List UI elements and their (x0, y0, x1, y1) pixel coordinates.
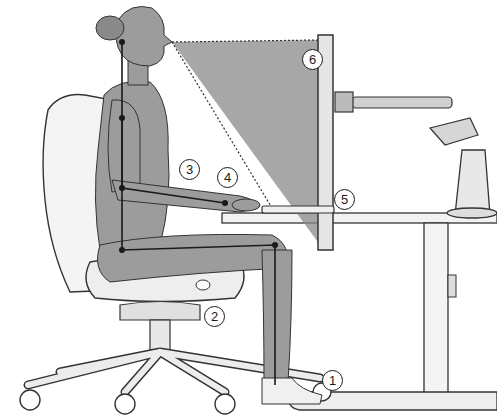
caster (115, 394, 135, 414)
joint (119, 185, 125, 191)
callout-number: 4 (217, 167, 238, 188)
arm-line (122, 118, 225, 203)
posture-line (122, 42, 275, 385)
hand (232, 199, 260, 211)
arm-lower (430, 118, 478, 145)
desk-knob (448, 275, 456, 297)
sight-lines (172, 40, 320, 245)
arm-upper (352, 97, 452, 108)
callout-number: 6 (302, 49, 323, 70)
caster (20, 390, 40, 410)
callout-number: 1 (322, 370, 343, 391)
torso (95, 81, 169, 250)
seat-mechanism (120, 302, 200, 321)
lower-leg (262, 250, 292, 382)
desk-leg (424, 223, 448, 393)
monitor (318, 35, 333, 250)
gas-column (150, 320, 170, 352)
view-cone (172, 40, 320, 245)
callout-number: 3 (179, 159, 200, 180)
joint (222, 200, 228, 206)
thigh (98, 234, 288, 282)
head (116, 7, 172, 67)
sight-line-keyboard (172, 42, 272, 208)
posture-lines (122, 42, 275, 385)
hair-bun (96, 16, 124, 40)
joint-dots (119, 39, 278, 253)
arm-mount (335, 92, 353, 112)
seat-lever (196, 280, 210, 290)
keyboard (262, 206, 334, 213)
person (95, 7, 322, 405)
caster (215, 394, 235, 414)
sight-line-top (172, 40, 320, 42)
joint (119, 115, 125, 121)
chair (20, 95, 331, 414)
joint (119, 39, 125, 45)
stand-base (447, 208, 497, 218)
joint (119, 247, 125, 253)
callout-number: 5 (334, 189, 355, 210)
monitor-arm (335, 92, 497, 218)
callout-number: 2 (204, 306, 225, 327)
upper-arm (108, 100, 140, 192)
shoe (262, 378, 322, 404)
joint (272, 242, 278, 248)
arm-stand (455, 150, 490, 215)
